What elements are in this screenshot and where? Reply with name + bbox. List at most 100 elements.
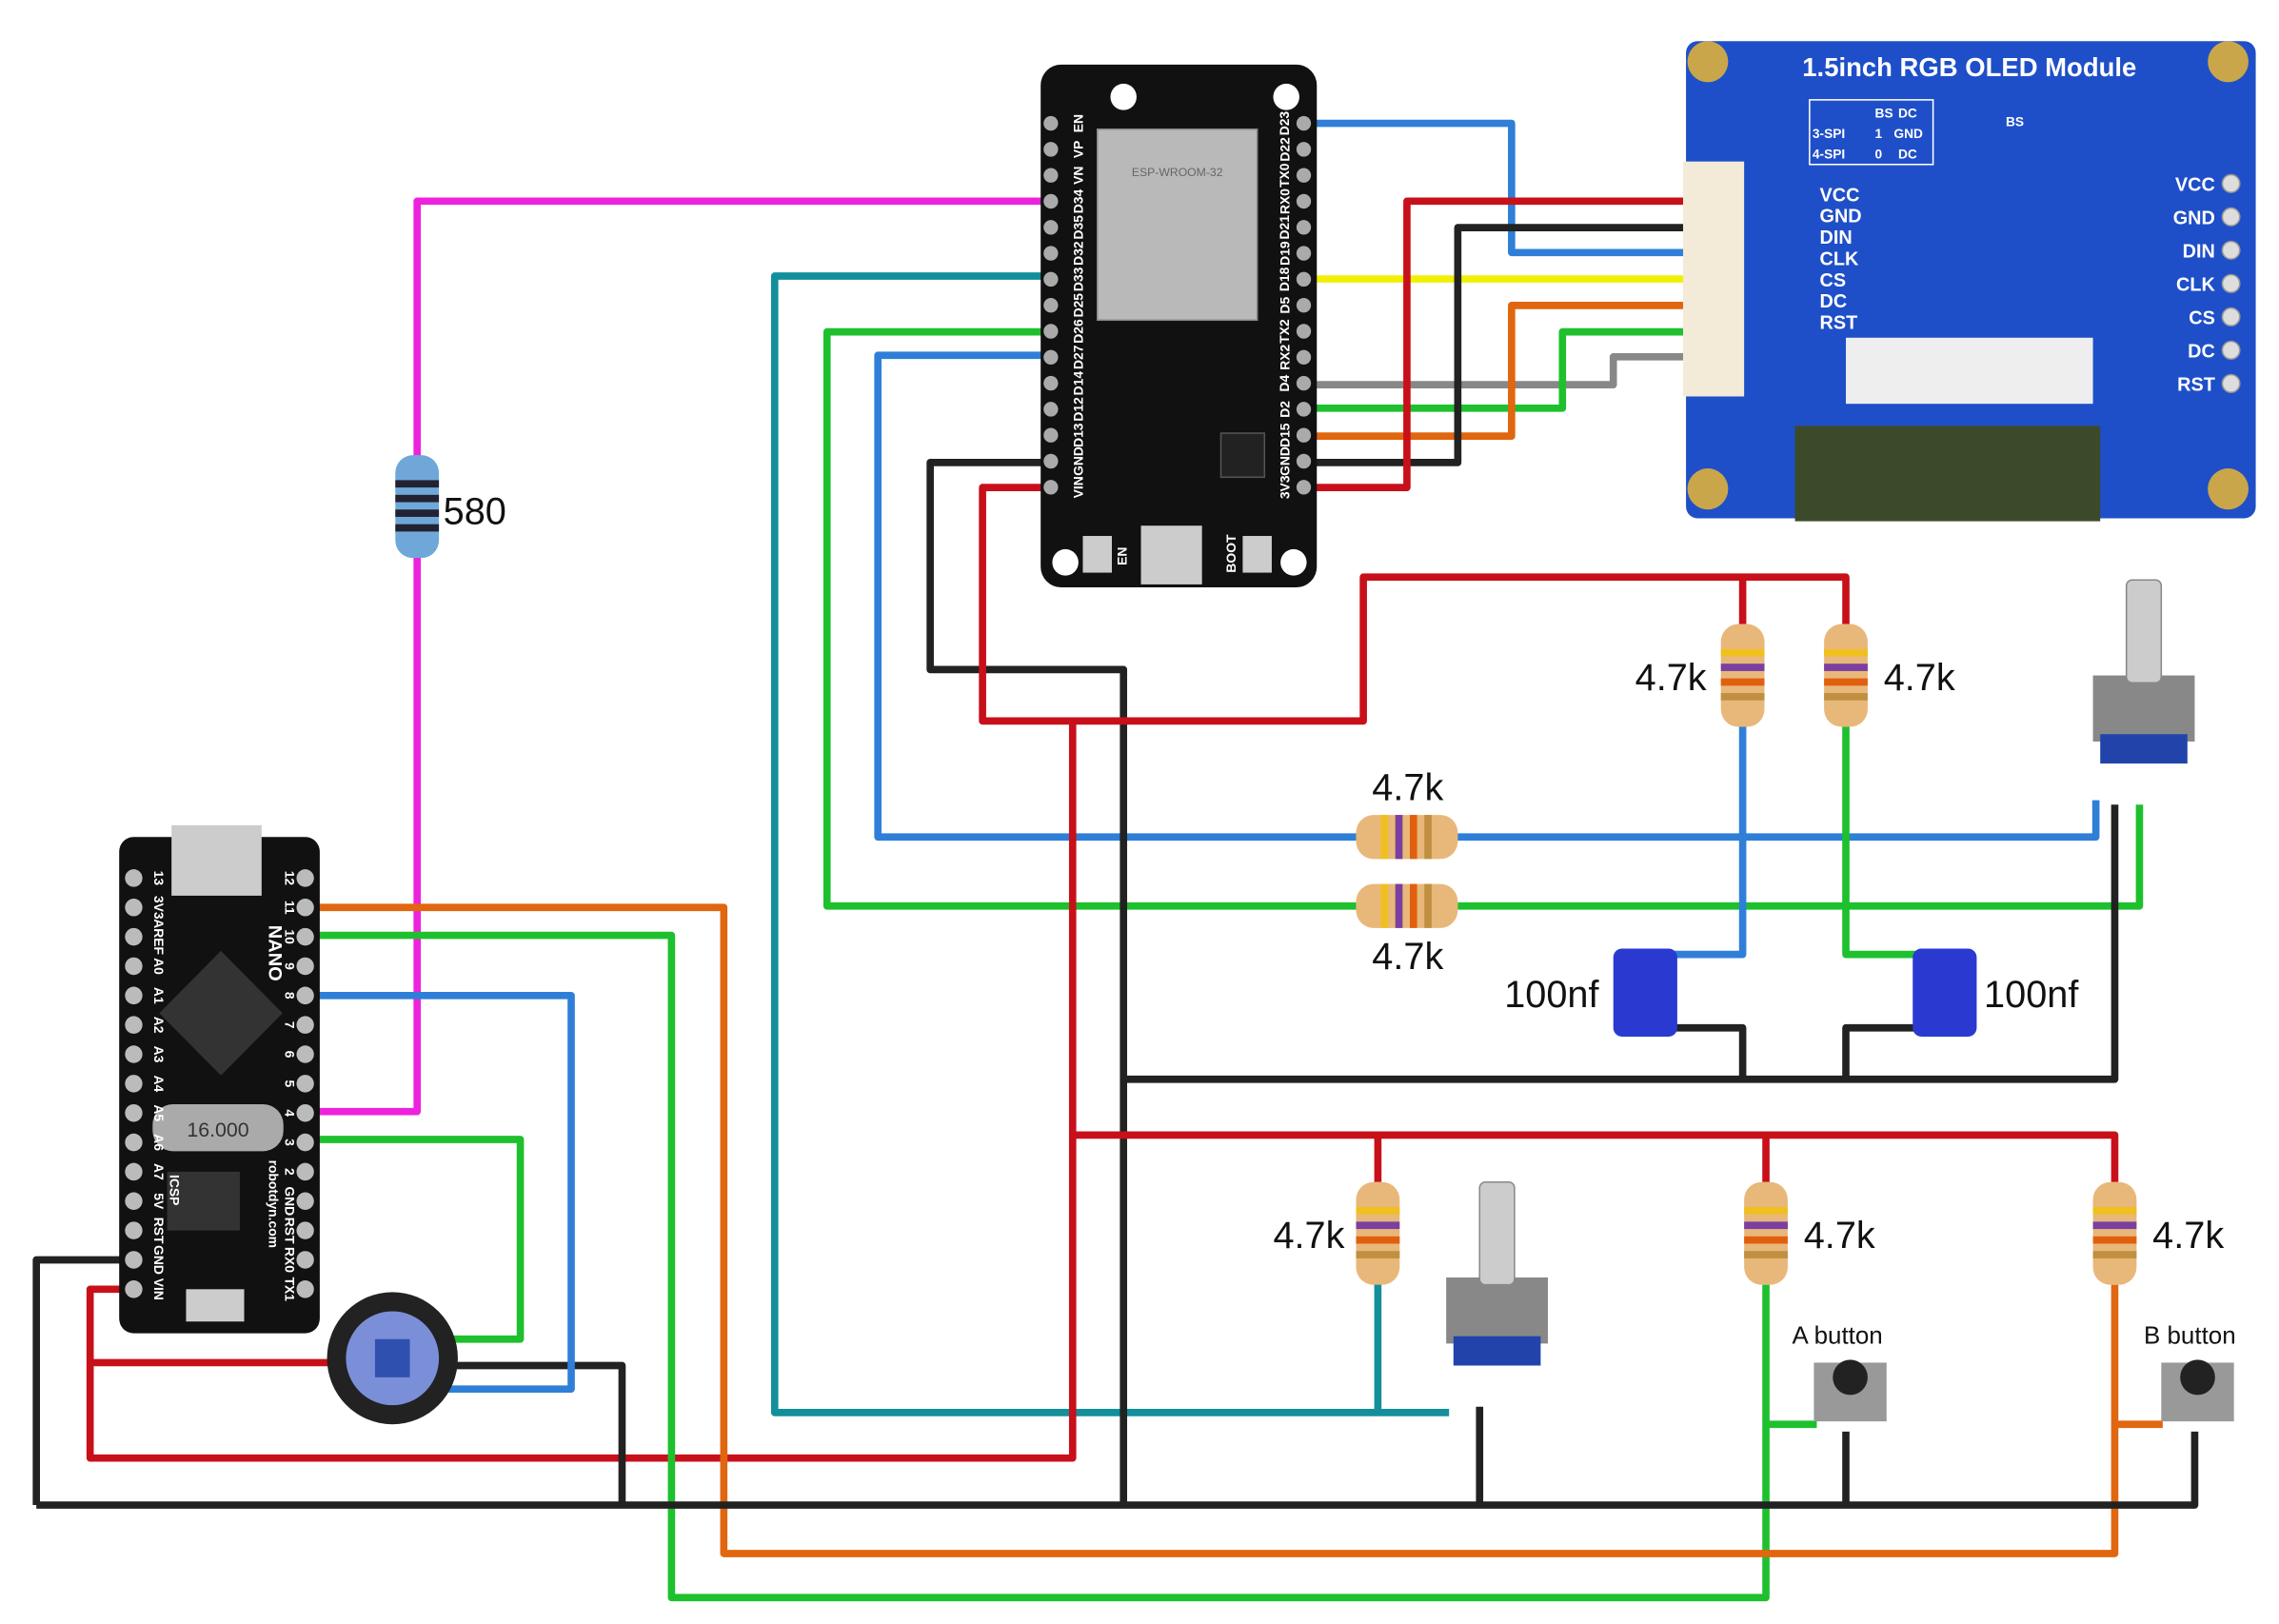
wire-gnd-bus	[36, 1431, 2199, 1509]
oled-header-pin[interactable]	[2221, 307, 2241, 327]
label-r1: 4.7k	[1635, 657, 1707, 699]
ps2-connector[interactable]	[327, 1292, 458, 1425]
wires	[32, 119, 2199, 1602]
wire-esp-vin	[979, 484, 1850, 725]
oled-header-pin[interactable]	[2221, 207, 2241, 227]
wire-oled-vcc	[1308, 197, 1767, 491]
rotary-encoder-1[interactable]	[2092, 579, 2195, 764]
esp-pin-label: GND	[1277, 446, 1292, 476]
label-r7: 4.7k	[2152, 1215, 2224, 1257]
svg-text:BOOT: BOOT	[1223, 534, 1239, 573]
esp-pin-label: D26	[1071, 319, 1086, 344]
nano-pin-label: A2	[151, 1017, 167, 1034]
label-a-button: A button	[1793, 1320, 1883, 1349]
oled-panel	[1794, 426, 2101, 522]
nano-pin-label: A5	[151, 1104, 167, 1121]
label-c1: 100nf	[1504, 974, 1599, 1016]
wire-d26-encoder	[822, 327, 2144, 910]
esp-pin-label: D23	[1277, 111, 1292, 136]
svg-text:BS: BS	[1875, 105, 1893, 120]
esp-pin-label: EN	[1071, 114, 1086, 132]
nano-pin-label: 5V	[151, 1193, 167, 1210]
nano-pin-label: A6	[151, 1134, 167, 1151]
oled-connector-pin-label: VCC	[1820, 185, 1860, 206]
nano-usb-port[interactable]	[171, 824, 262, 896]
nano-pin-label: GND	[151, 1245, 167, 1275]
wire-red-bus	[1072, 1131, 2119, 1182]
esp-pin-label: D33	[1071, 267, 1086, 291]
nano-pin-label: RST	[282, 1218, 297, 1244]
svg-text:4-SPI: 4-SPI	[1813, 147, 1845, 162]
esp-pin-label: D35	[1071, 215, 1086, 240]
oled-header-pin-label: CLK	[2176, 274, 2215, 295]
wire-green-cap	[1842, 726, 1919, 959]
rotary-encoder-2[interactable]	[1446, 1180, 1549, 1366]
svg-text:NANO: NANO	[264, 925, 285, 981]
label-r3: 4.7k	[1372, 766, 1443, 808]
micro-usb-port[interactable]	[1140, 525, 1202, 584]
nano-pin-label: 8	[282, 992, 297, 1000]
atmega-chip	[159, 950, 283, 1076]
esp-pin-label: D5	[1277, 296, 1292, 313]
wire-d33-encoder	[770, 272, 1450, 1416]
nano-pin-label: 7	[282, 1021, 297, 1029]
wire-cap1-gnd	[1671, 1023, 1747, 1079]
oled-header-pin-label: DIN	[2183, 241, 2215, 262]
esp-pin-label: TX0	[1277, 163, 1292, 188]
capacitor-2	[1912, 948, 1977, 1038]
maker-label: robotdyn.com	[266, 1160, 281, 1248]
esp-pin-label: D32	[1071, 241, 1086, 266]
wire-ps2-gnd	[436, 1361, 626, 1506]
esp-pin-label: D22	[1277, 137, 1292, 162]
esp-pin-label: 3V3	[1277, 475, 1292, 499]
label-r2: 4.7k	[1884, 657, 1955, 699]
label-b-button: B button	[2144, 1320, 2236, 1349]
nano-pin-label: A1	[151, 987, 167, 1004]
nano-reset-button[interactable]	[186, 1289, 245, 1322]
nano-pin-label: 13	[151, 871, 167, 886]
a-button[interactable]	[1813, 1359, 1887, 1422]
oled-header-pin[interactable]	[2221, 340, 2241, 360]
nano-pin-label: A3	[151, 1046, 167, 1063]
svg-text:3-SPI: 3-SPI	[1813, 126, 1845, 141]
oled-connector-pin-label: DIN	[1820, 228, 1853, 248]
oled-header-pin[interactable]	[2221, 273, 2241, 293]
oled-connector-pin-label: CLK	[1820, 248, 1859, 269]
resistor-4k7-1	[1720, 624, 1765, 727]
boot-button[interactable]	[1242, 536, 1272, 573]
label-r5: 4.7k	[1273, 1215, 1344, 1257]
nano-pin-label: 3V3	[151, 896, 167, 920]
wire-blue-cap	[1671, 726, 1747, 959]
label-c2: 100nf	[1984, 974, 2079, 1016]
svg-text:BS: BS	[2006, 114, 2024, 129]
nano-pin-label: 11	[282, 901, 297, 915]
svg-text:ESP-WROOM-32: ESP-WROOM-32	[1132, 166, 1223, 179]
wire-nano-gnd	[32, 1256, 124, 1506]
oled-header-pin-label: CS	[2189, 307, 2215, 328]
esp-pin-label: VP	[1071, 141, 1086, 159]
en-button[interactable]	[1082, 536, 1112, 573]
nano-pin-label: 6	[282, 1051, 297, 1059]
esp-pin-label: D13	[1071, 423, 1086, 447]
esp-pin-label: RX0	[1277, 188, 1292, 214]
oled-header-pin[interactable]	[2221, 373, 2241, 393]
esp-pin-label: D12	[1071, 397, 1086, 422]
svg-text:GND: GND	[1893, 126, 1923, 141]
wire-encoder-gnd	[1123, 804, 2119, 1083]
resistor-580	[395, 455, 440, 559]
esp-wroom-module	[1096, 128, 1258, 322]
oled-header-pin[interactable]	[2221, 240, 2241, 260]
wire-oled-gnd	[1308, 224, 1767, 466]
oled-header-pin[interactable]	[2221, 173, 2241, 193]
nano-pin-label: 2	[282, 1168, 297, 1176]
nano-pin-label: 12	[282, 871, 297, 886]
wire-d23-din	[1308, 119, 1767, 257]
label-r4: 4.7k	[1372, 936, 1443, 978]
wire-d34-to-nano-4	[305, 197, 1047, 1116]
nano-pin-label: 5	[282, 1079, 297, 1087]
svg-text:DC: DC	[1898, 105, 1917, 120]
b-button[interactable]	[2161, 1359, 2234, 1422]
oled-connector-pin-label: DC	[1820, 291, 1848, 312]
